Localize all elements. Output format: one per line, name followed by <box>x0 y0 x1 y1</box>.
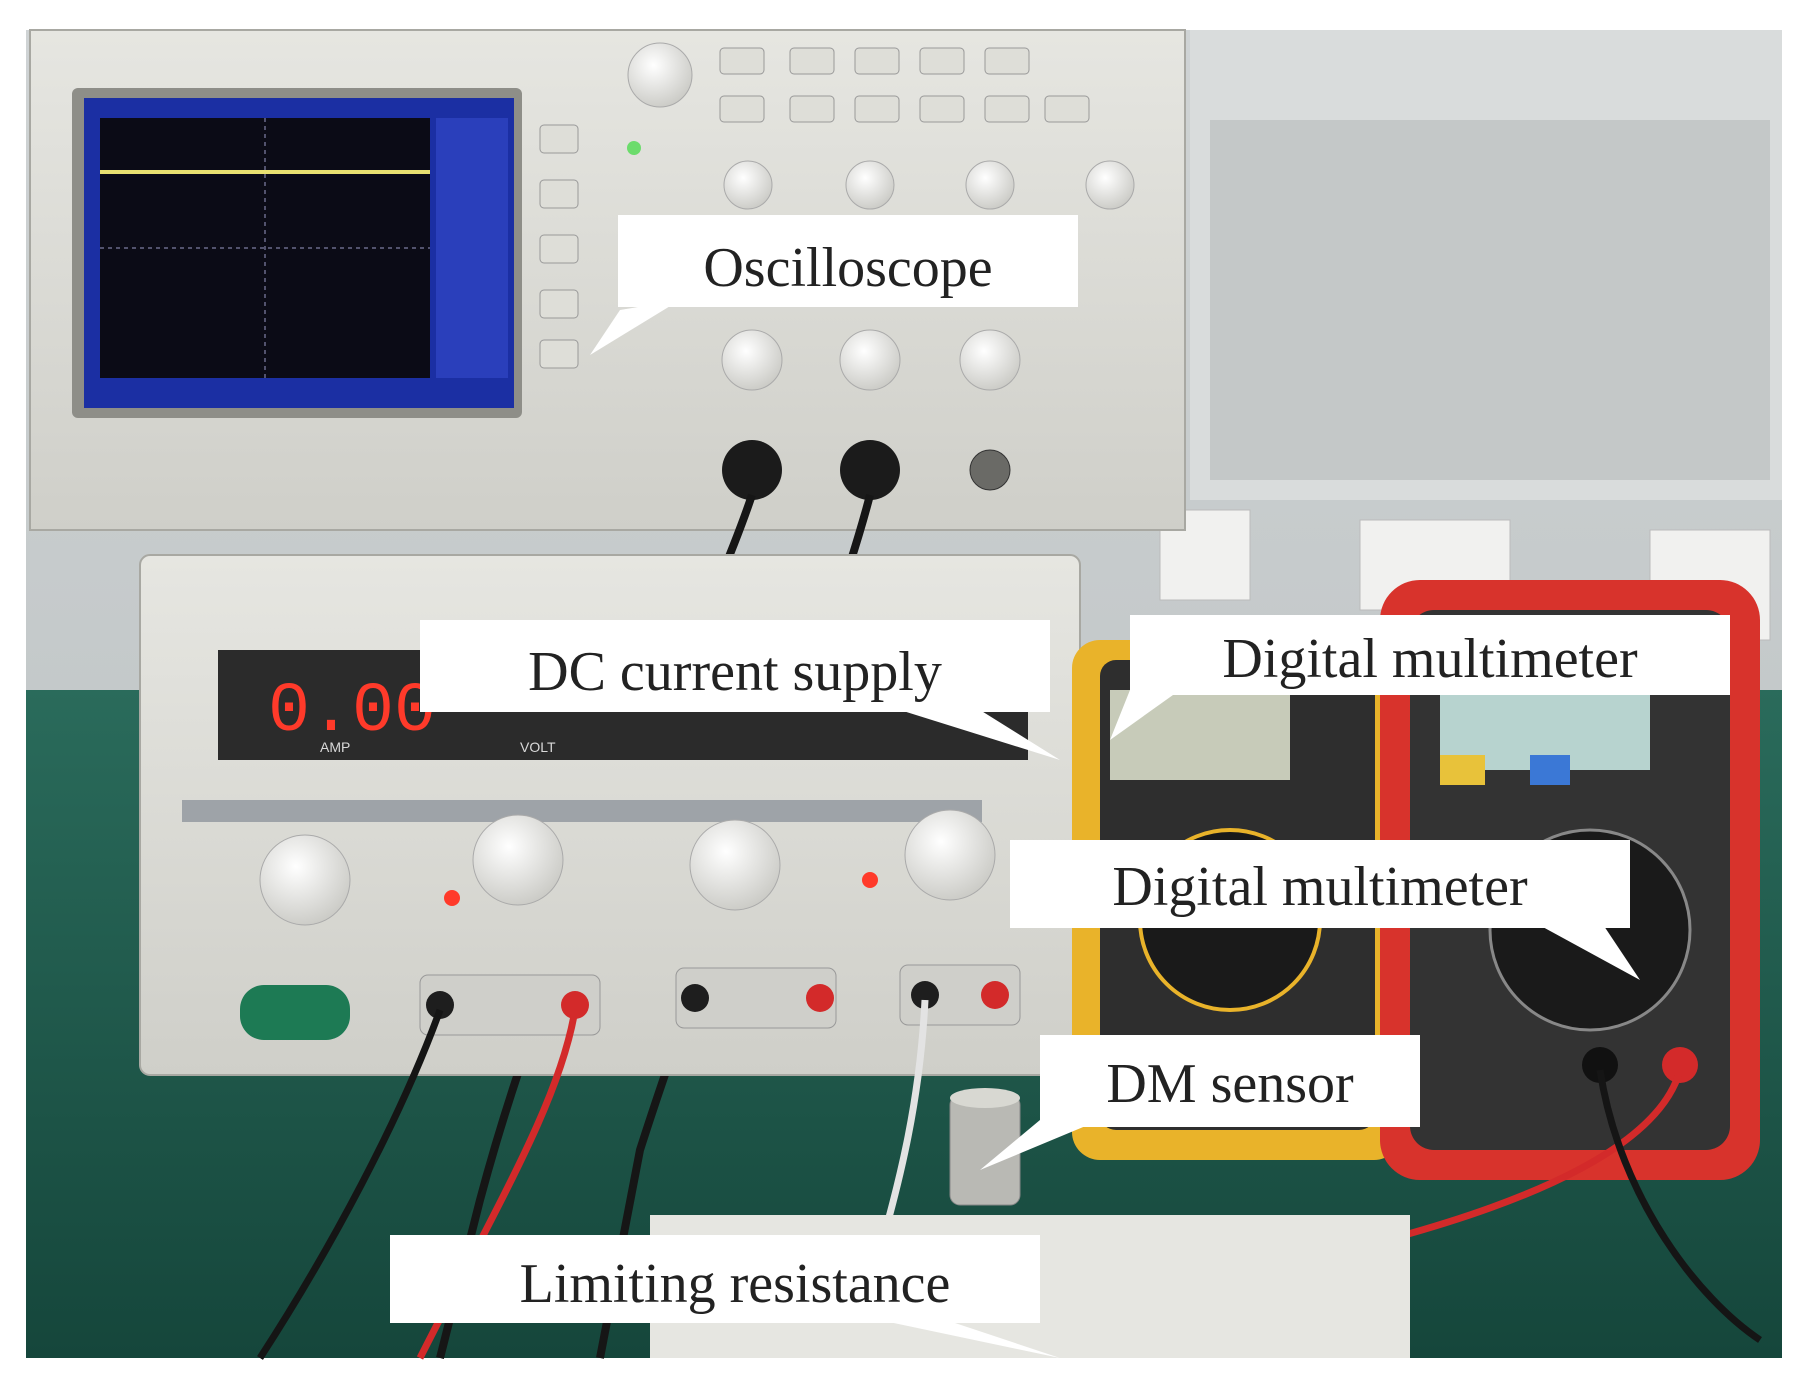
dm-sensor-top <box>950 1088 1020 1108</box>
supply-unit-amp: AMP <box>320 739 350 755</box>
supply-readout-left: 0.00 <box>268 673 436 752</box>
oscilloscope-top-buttons <box>719 47 1090 123</box>
callout-pointers <box>590 300 1640 1358</box>
supply-unit-volt: VOLT <box>520 739 556 755</box>
wall-cabinet-glass <box>1210 120 1770 480</box>
supply-power-switch <box>240 985 350 1040</box>
dc-current-supply: 0.00 AMP VOLT <box>139 554 1081 1076</box>
multimeter-red-jack-black <box>1582 1047 1618 1083</box>
multimeter-red-button-blue <box>1530 755 1570 785</box>
supply-knobs <box>259 809 996 926</box>
supply-label-strip <box>182 800 982 822</box>
supply-leds <box>444 872 878 906</box>
limiting-resistance-pointer <box>870 1318 1060 1358</box>
callout-dc-supply: DC current supply <box>420 620 1050 712</box>
multimeter-1-pointer <box>1110 690 1180 740</box>
dm-sensor <box>949 1088 1021 1206</box>
callout-multimeter-2: Digital multimeter <box>1010 840 1630 928</box>
supply-terminals <box>419 964 1021 1036</box>
callout-limiting-resistance-label: Limiting resistance <box>520 1253 951 1315</box>
multimeter-red-button-yellow <box>1440 755 1485 785</box>
callout-multimeter-1: Digital multimeter <box>1130 615 1730 695</box>
callout-multimeter-2-label: Digital multimeter <box>1112 856 1528 918</box>
oscilloscope-probe-connectors <box>722 440 1011 500</box>
callout-dm-sensor: DM sensor <box>1040 1035 1420 1127</box>
callout-multimeter-1-label: Digital multimeter <box>1222 628 1638 690</box>
oscilloscope-side-buttons <box>539 124 579 369</box>
multimeter-2-pointer <box>1530 920 1640 980</box>
oscilloscope-pointer <box>590 300 680 355</box>
callout-oscilloscope-label: Oscilloscope <box>703 237 992 299</box>
callout-dm-sensor-label: DM sensor <box>1106 1053 1354 1115</box>
dm-sensor-pointer <box>980 1120 1100 1170</box>
oscilloscope-menu-column <box>436 118 508 378</box>
callout-limiting-resistance: Limiting resistance <box>390 1235 1040 1323</box>
multimeter-red-jack-red <box>1662 1047 1698 1083</box>
callout-oscilloscope: Oscilloscope <box>618 215 1078 307</box>
oscilloscope-power-led <box>627 141 641 155</box>
callout-dc-supply-label: DC current supply <box>528 641 942 703</box>
oscilloscope-knobs <box>627 42 1135 391</box>
dc-supply-pointer <box>900 710 1060 760</box>
